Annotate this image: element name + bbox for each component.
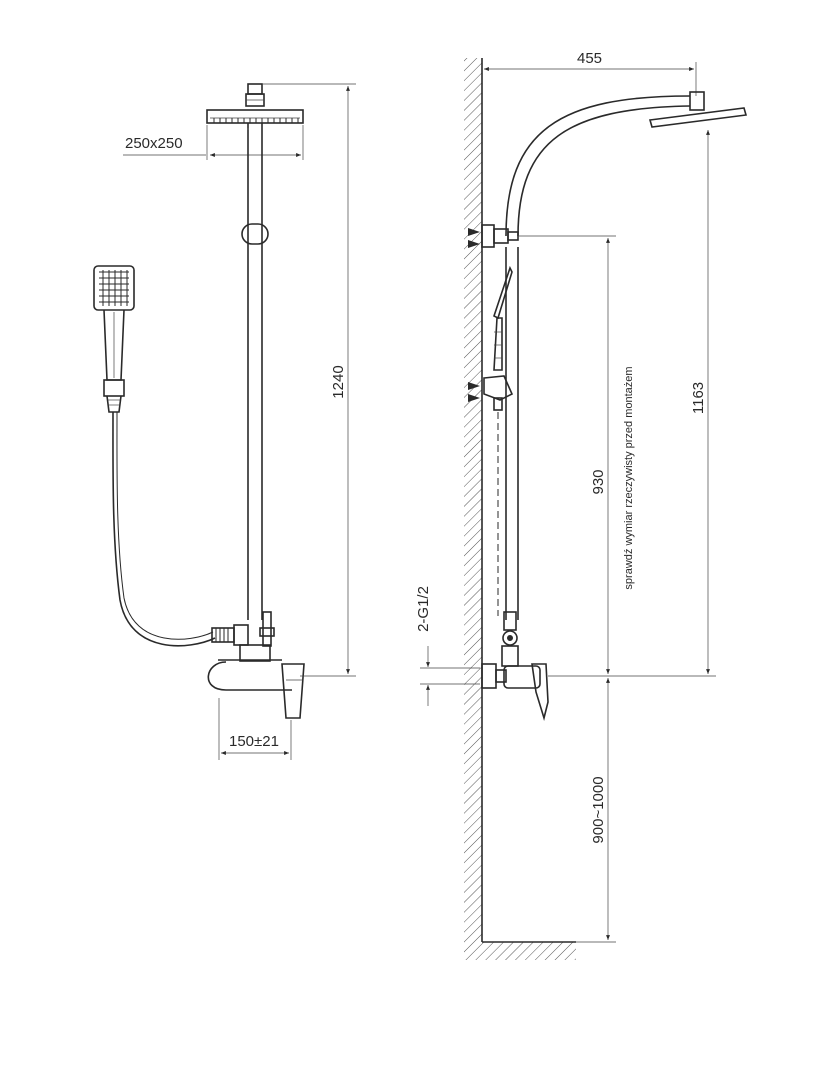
total-height-label: 1240 xyxy=(330,365,347,398)
wall xyxy=(464,58,483,942)
front-mixer xyxy=(207,644,305,719)
front-view: 250x250 xyxy=(93,83,356,760)
arm-reach-label: 455 xyxy=(577,50,602,67)
front-hose-connector xyxy=(211,624,249,646)
side-upper-bracket xyxy=(468,224,519,248)
front-shower-head xyxy=(206,109,304,124)
head-height-label: 1163 xyxy=(690,382,707,414)
front-hand-shower xyxy=(93,265,135,413)
mount-note-label: sprawdź wymiar rzeczywisty przed montaże… xyxy=(623,366,635,589)
connection-label: 2-G1/2 xyxy=(415,586,432,632)
total-height-dimension: 1240 xyxy=(262,83,356,677)
head-height-dimension: 1163 xyxy=(616,130,716,677)
floor-height-dimension: 900~1000 xyxy=(576,678,616,943)
mixer-spacing-dimension: 150±21 xyxy=(218,698,292,760)
mixer-spacing-label: 150±21 xyxy=(229,733,279,750)
side-mixer xyxy=(481,663,549,721)
side-hand-shower xyxy=(493,265,513,371)
floor-height-label: 900~1000 xyxy=(590,776,607,843)
head-size-label: 250x250 xyxy=(125,135,183,152)
side-curved-arm xyxy=(505,95,691,237)
side-riser-pipe xyxy=(505,247,519,620)
head-size-dimension: 250x250 xyxy=(123,125,304,160)
side-view: 455 xyxy=(415,50,748,960)
side-shower-head xyxy=(648,91,748,128)
front-riser-pipe xyxy=(241,123,269,620)
front-hose xyxy=(112,411,216,647)
front-head-connector xyxy=(245,83,265,107)
front-diverter xyxy=(259,611,275,647)
mount-height-label: 930 xyxy=(590,469,607,494)
floor xyxy=(464,941,576,960)
side-holder xyxy=(468,375,514,616)
side-diverter xyxy=(501,611,519,667)
arm-reach-dimension: 455 xyxy=(484,50,697,96)
mount-height-dimension: 930 sprawdź wymiar rzeczywisty przed mon… xyxy=(518,235,635,677)
connection-dimension: 2-G1/2 xyxy=(415,586,480,706)
